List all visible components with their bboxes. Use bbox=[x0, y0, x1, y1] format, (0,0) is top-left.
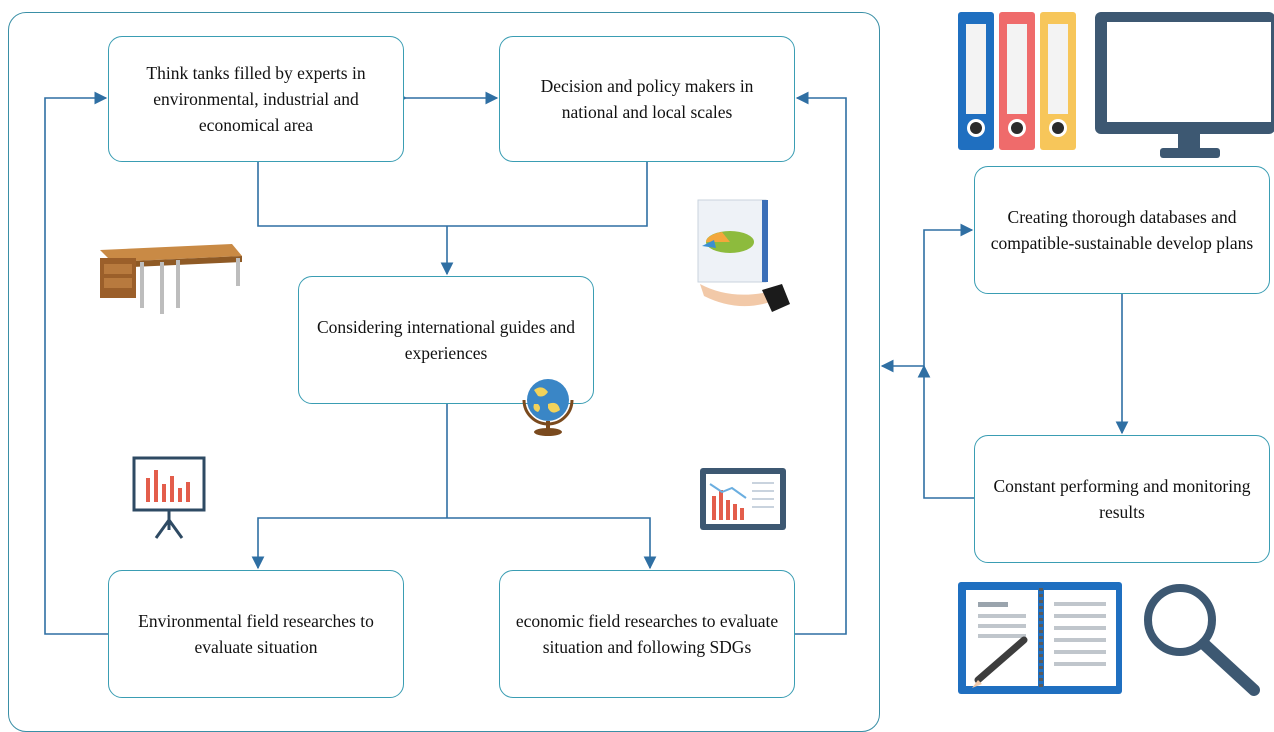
node-think-tanks: Think tanks filled by experts in environ… bbox=[108, 36, 404, 162]
arrow-to-eco bbox=[447, 517, 657, 570]
node-environmental-research: Environmental field researches to evalua… bbox=[108, 570, 404, 698]
connectors bbox=[44, 91, 1129, 635]
node-constant-performing: Constant performing and monitoring resul… bbox=[974, 435, 1270, 563]
node-decision-makers: Decision and policy makers in national a… bbox=[499, 36, 795, 162]
arrow-to-create bbox=[923, 223, 974, 366]
node-considering: Considering international guides and exp… bbox=[298, 276, 594, 404]
node-economic-research: economic field researches to evaluate si… bbox=[499, 570, 795, 698]
node-creating-databases: Creating thorough databases and compatib… bbox=[974, 166, 1270, 294]
arrow-eco-to-decision bbox=[795, 91, 847, 635]
line-think-down bbox=[257, 162, 648, 227]
arrow-constant-up bbox=[917, 364, 974, 499]
arrow-to-env bbox=[251, 517, 447, 570]
arrow-env-to-think bbox=[44, 91, 108, 635]
